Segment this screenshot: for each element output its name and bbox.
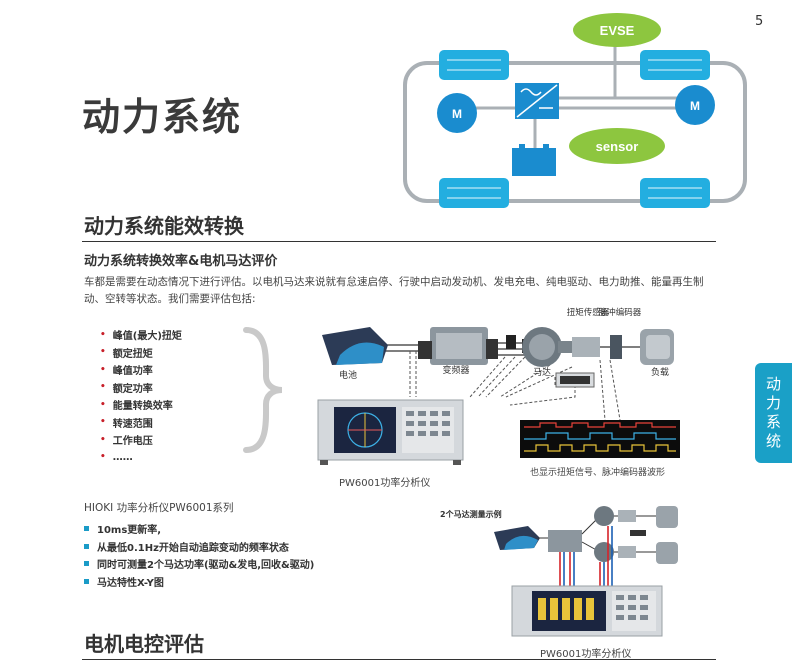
intro-paragraph: 车都是需要在动态情况下进行评估。以电机马达来说就有怠速启停、行驶中启动发动机、发…	[84, 276, 704, 305]
two-motor-title: 2个马达测量示例	[440, 510, 502, 519]
waveform-caption: 也显示扭矩信号、脉冲编码器波形	[530, 468, 666, 478]
sensor-label: sensor	[596, 139, 639, 154]
encoder-label: 脉冲编码器	[599, 307, 642, 318]
section-heading-motor-control: 电机电控评估	[84, 632, 204, 656]
subsection-heading: 动力系统转换效率&电机马达评价	[84, 254, 278, 269]
product-series: HIOKI 功率分析仪PW6001系列	[84, 502, 234, 514]
inverter-label: 变频器	[442, 364, 469, 376]
svg-text:M: M	[690, 99, 700, 113]
list-item: •额定扭矩	[100, 347, 153, 360]
torque-sensor-image	[572, 337, 600, 357]
list-item: 马达特性X-Y图	[84, 573, 314, 591]
wheel-rear-left	[439, 178, 509, 208]
page-number: 5	[755, 14, 764, 29]
load-image	[640, 329, 674, 365]
svg-text:M: M	[452, 107, 462, 121]
evaluation-list: •峰值(最大)扭矩 •额定扭矩 •峰值功率 •额定功率 •能量转换效率 •转速范…	[100, 326, 182, 466]
section-heading-efficiency: 动力系统能效转换	[84, 214, 244, 238]
wheel-front-right	[640, 50, 710, 80]
inverter-image	[418, 327, 498, 365]
chassis-outline	[403, 61, 747, 203]
list-item: 10ms更新率,	[84, 520, 314, 538]
side-tab[interactable]: 动力系统	[755, 363, 792, 463]
two-motor-analyzer-caption: PW6001功率分析仪	[540, 649, 632, 660]
section-rule	[82, 241, 716, 242]
section-rule	[82, 659, 716, 660]
list-item: •转速范围	[100, 417, 153, 430]
side-tab-label: 动力系统	[765, 375, 781, 450]
load-label: 负载	[651, 366, 669, 378]
encoder-image	[610, 335, 622, 359]
motor-left-icon	[437, 93, 477, 133]
page-title: 动力系统	[82, 95, 243, 139]
wheel-rear-right	[640, 178, 710, 208]
measurement-diagram: 电池 变频器 马达 扭矩传感器 脉冲编码器 负载	[317, 307, 680, 465]
two-motor-analyzer-image	[511, 585, 663, 637]
motor-right-icon	[675, 85, 715, 125]
brace-graphic	[243, 327, 283, 453]
evse-label: EVSE	[600, 23, 635, 38]
evse-badge	[573, 13, 661, 47]
list-item: •峰值功率	[100, 364, 153, 378]
battery-label: 电池	[339, 369, 357, 381]
motor-label: 马达	[533, 366, 551, 378]
list-item: •峰值(最大)扭矩	[100, 329, 182, 343]
list-item: 同时可测量2个马达功率(驱动&发电,回收&驱动)	[84, 555, 314, 573]
list-item: 从最低0.1Hz开始自动追踪变动的频率状态	[84, 538, 314, 556]
waveform-display	[520, 420, 680, 458]
list-item: •……	[100, 451, 133, 463]
analyzer-caption: PW6001功率分析仪	[339, 478, 431, 489]
motor-image	[522, 327, 572, 367]
sensor-badge	[569, 128, 665, 164]
list-item: •能量转换效率	[100, 399, 173, 413]
wheel-front-left	[439, 50, 509, 80]
feature-list: 10ms更新率, 从最低0.1Hz开始自动追踪变动的频率状态 同时可测量2个马达…	[84, 520, 314, 590]
two-motor-diagram	[494, 506, 678, 637]
list-item: •工作电压	[100, 434, 153, 448]
battery-image	[322, 327, 388, 365]
inverter-icon	[515, 83, 559, 119]
power-analyzer-image	[317, 399, 464, 465]
torque-sensor-label: 扭矩传感器	[567, 307, 610, 318]
list-item: •额定功率	[100, 382, 153, 395]
battery-icon	[512, 144, 556, 176]
powertrain-diagram: EVSE sensor M M	[403, 13, 747, 208]
